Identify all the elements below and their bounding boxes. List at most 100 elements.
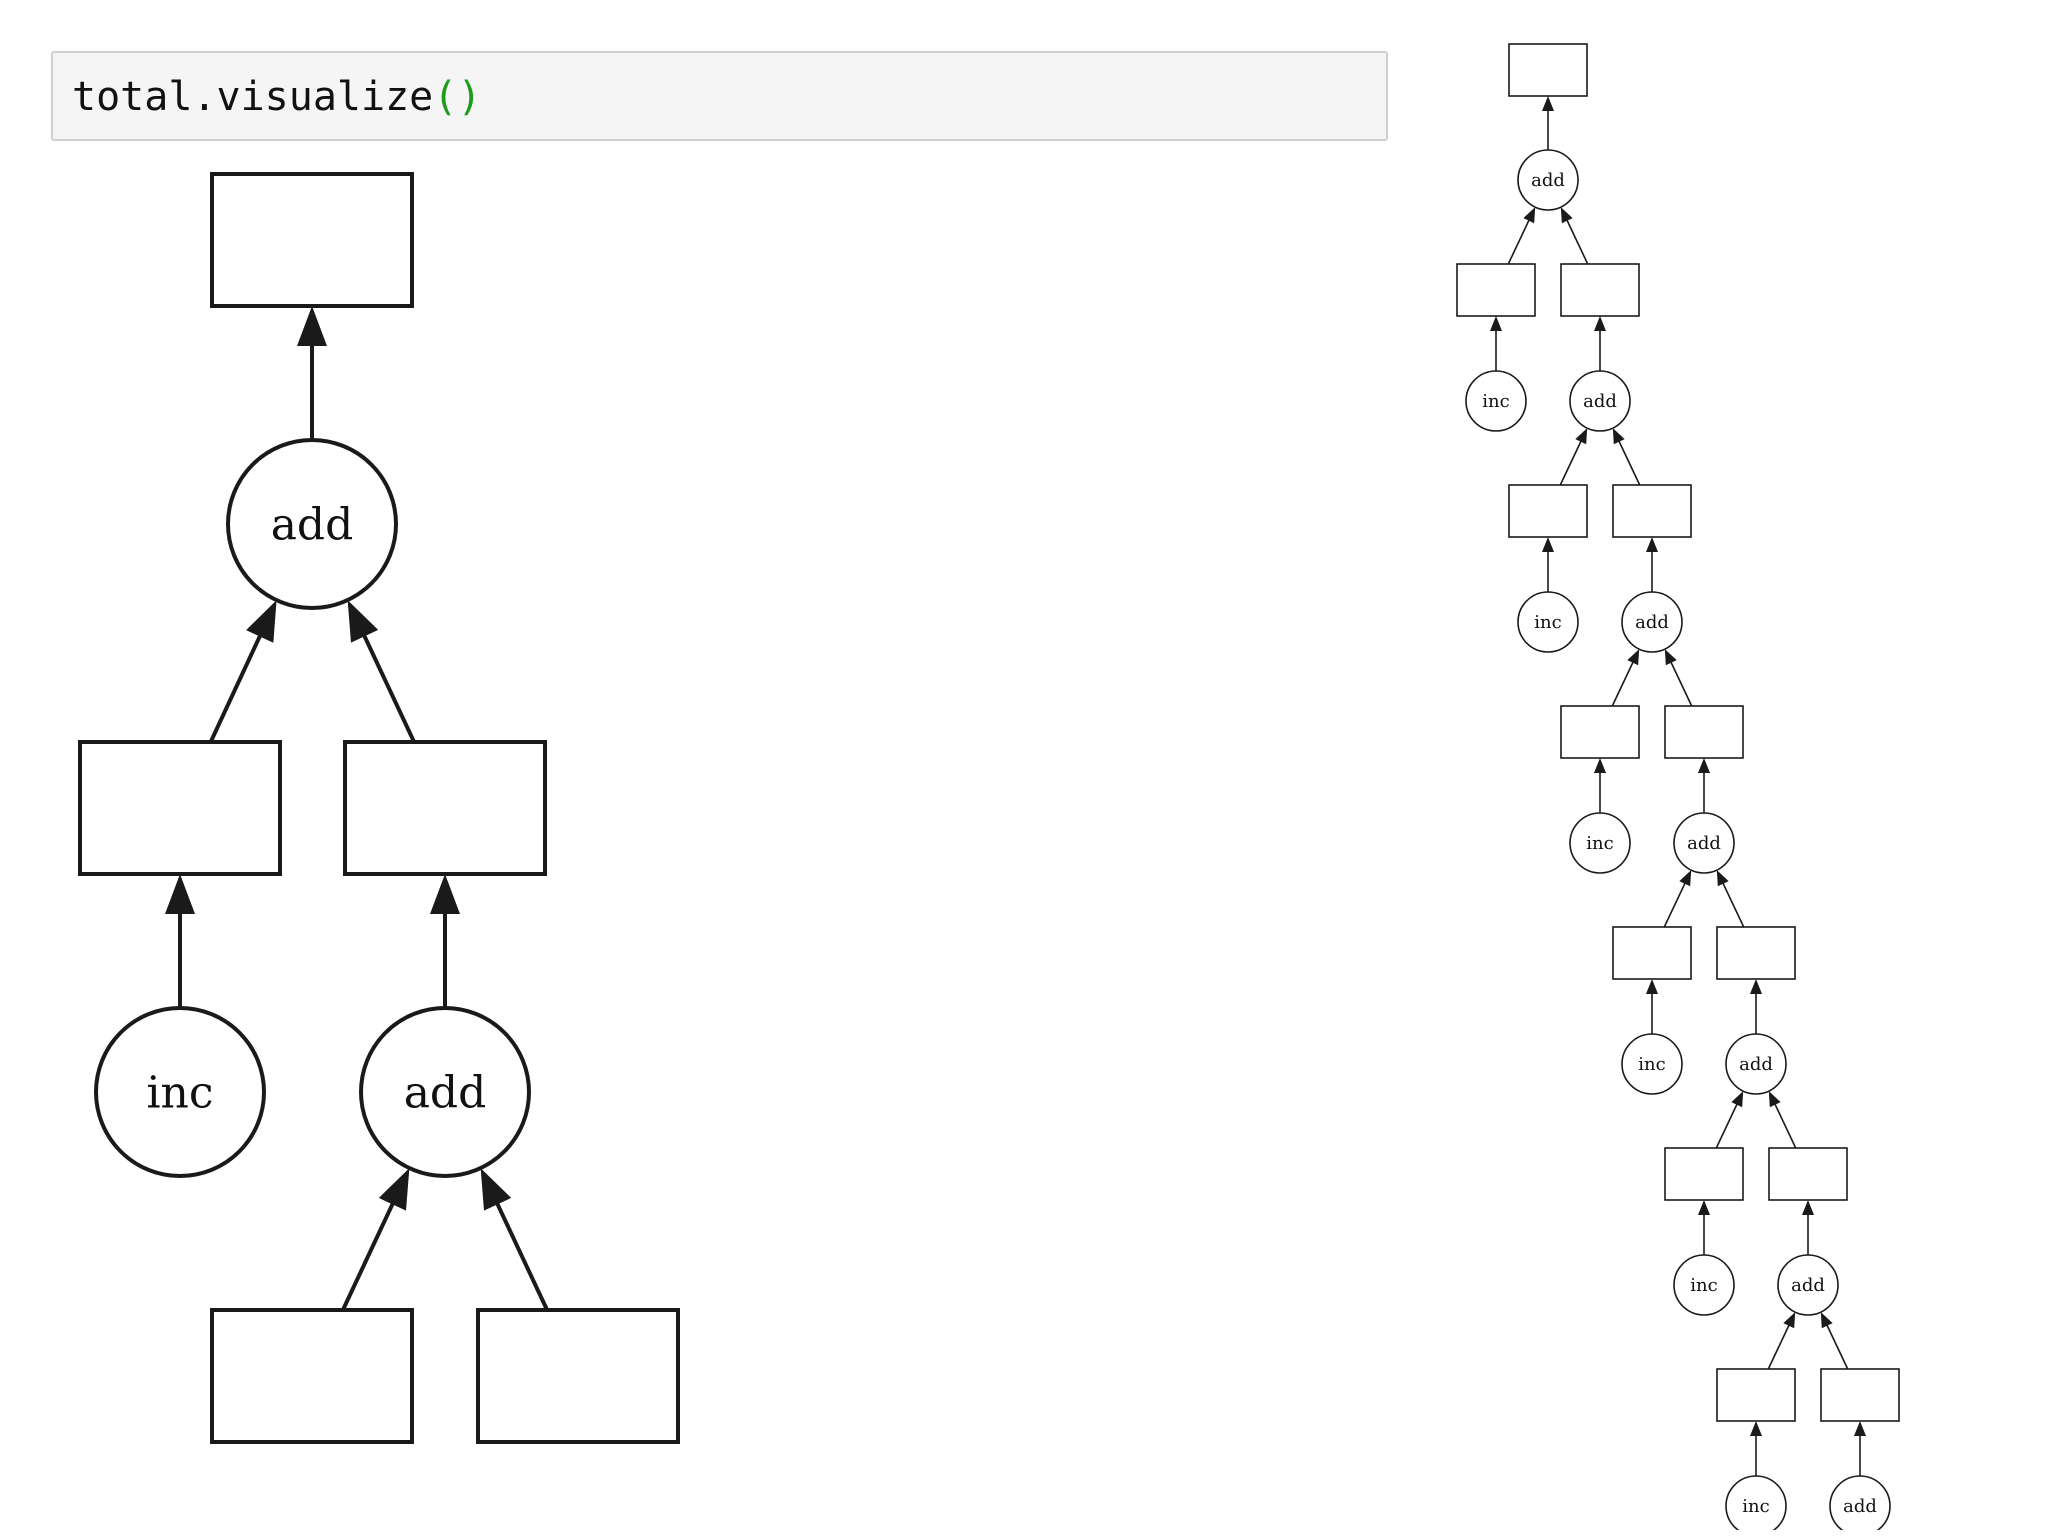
edge-S_b6r-to-S_add6 [1820,1312,1849,1370]
arrowhead [1627,649,1640,666]
edge-S_inc4-to-S_b4l [1646,979,1658,1034]
data-box-node-S_b1l [1456,263,1536,317]
box-shape [1768,1147,1848,1201]
arrowhead [1679,870,1692,887]
circle-shape [1777,1254,1839,1316]
box-shape [210,1308,414,1444]
edge-S_inc1-to-S_b1l [1490,316,1502,371]
edge-S_inc2-to-S_b2l [1542,537,1554,592]
data-box-node-S_b5r [1768,1147,1848,1201]
edge-S_add5-to-S_b4r [1750,979,1762,1034]
circle-shape [1725,1475,1787,1530]
circle-shape [1621,591,1683,653]
edge-S_b4r-to-S_add4 [1716,870,1745,928]
arrowhead [1594,316,1606,331]
edge-L_add1-to-L_box_out [297,306,327,440]
arrowhead [1750,1421,1762,1436]
node-label-add: add [404,1067,487,1118]
task-circle-node-S_add2: add [1569,370,1631,432]
edge-S_b1r-to-S_add1 [1560,207,1589,265]
arrowhead [1490,316,1502,331]
task-circle-node-S_inc6: inc [1725,1475,1787,1530]
arrowhead [1542,537,1554,552]
arrowhead [1698,758,1710,773]
node-label-inc: inc [1742,1496,1769,1517]
edge-S_b5r-to-S_add5 [1768,1091,1797,1149]
node-label-inc: inc [146,1067,213,1118]
node-label-inc: inc [1690,1275,1717,1296]
circle-shape [1829,1475,1891,1530]
data-box-node-L_box_a [78,740,282,876]
arrowhead [1575,428,1588,445]
circle-shape [1569,812,1631,874]
circle-shape [94,1006,266,1178]
circle-shape [1673,812,1735,874]
edge-line [208,634,262,743]
task-circle-node-L_inc1: inc [94,1006,266,1178]
node-label-inc: inc [1638,1054,1665,1075]
code-parens: () [433,74,482,120]
node-label-inc: inc [1482,391,1509,412]
edge-line [1663,882,1686,928]
node-label-add: add [1791,1275,1825,1296]
edge-line [495,1202,549,1311]
task-circle-node-S_inc5: inc [1673,1254,1735,1316]
box-shape [78,740,282,876]
edge-line [1670,661,1693,707]
circle-shape [1621,1033,1683,1095]
box-shape [1612,926,1692,980]
task-circle-node-S_inc1: inc [1465,370,1527,432]
arrowhead [1768,1091,1781,1108]
circle-shape [1725,1033,1787,1095]
data-box-node-S_b2l [1508,484,1588,538]
edge-line [1774,1103,1797,1149]
data-box-node-L_box_c [210,1308,414,1444]
edge-S_inc6-to-S_b6l [1750,1421,1762,1476]
arrowhead [165,874,195,914]
box-shape [1508,43,1588,97]
task-circle-node-S_add3: add [1621,591,1683,653]
edge-S_add6-to-S_b5r [1802,1200,1814,1255]
edge-line [1722,882,1745,928]
edge-S_b5l-to-S_add5 [1715,1091,1744,1149]
node-label-add: add [1635,612,1669,633]
data-box-node-S_b1r [1560,263,1640,317]
data-box-node-S_b5l [1664,1147,1744,1201]
edge-S_inc3-to-S_b3l [1594,758,1606,813]
arrowhead [1783,1312,1796,1329]
arrowhead [246,600,277,643]
data-box-node-L_box_d [476,1308,680,1444]
edge-line [1618,440,1641,486]
task-circle-node-S_inc3: inc [1569,812,1631,874]
box-shape [1664,1147,1744,1201]
edge-line [362,634,416,743]
task-circle-node-S_add5: add [1725,1033,1787,1095]
arrowhead [1802,1200,1814,1215]
arrowhead [1542,96,1554,111]
box-shape [1716,1368,1796,1422]
arrowhead [1560,207,1573,224]
code-input[interactable]: total.visualize() [72,73,481,121]
data-box-node-S_b2r [1612,484,1692,538]
arrowhead [1854,1421,1866,1436]
arrowhead [1664,649,1677,666]
arrowhead [1523,207,1536,224]
node-label-add: add [1843,1496,1877,1517]
edge-S_add4-to-S_b3r [1698,758,1710,813]
node-label-inc: inc [1534,612,1561,633]
box-shape [476,1308,680,1444]
node-label-inc: inc [1586,833,1613,854]
data-box-node-S_b4r [1716,926,1796,980]
edge-line [1826,1324,1849,1370]
circle-shape [1465,370,1527,432]
arrowhead [430,874,460,914]
box-shape [343,740,547,876]
box-shape [210,172,414,308]
edge-S_add7-to-S_b6r [1854,1421,1866,1476]
task-circle-node-S_inc4: inc [1621,1033,1683,1095]
edge-S_b3l-to-S_add3 [1611,649,1640,707]
edge-S_b6l-to-S_add6 [1767,1312,1796,1370]
code-cell[interactable]: total.visualize() [51,51,1388,141]
circle-shape [1517,591,1579,653]
arrowhead [378,1168,410,1211]
